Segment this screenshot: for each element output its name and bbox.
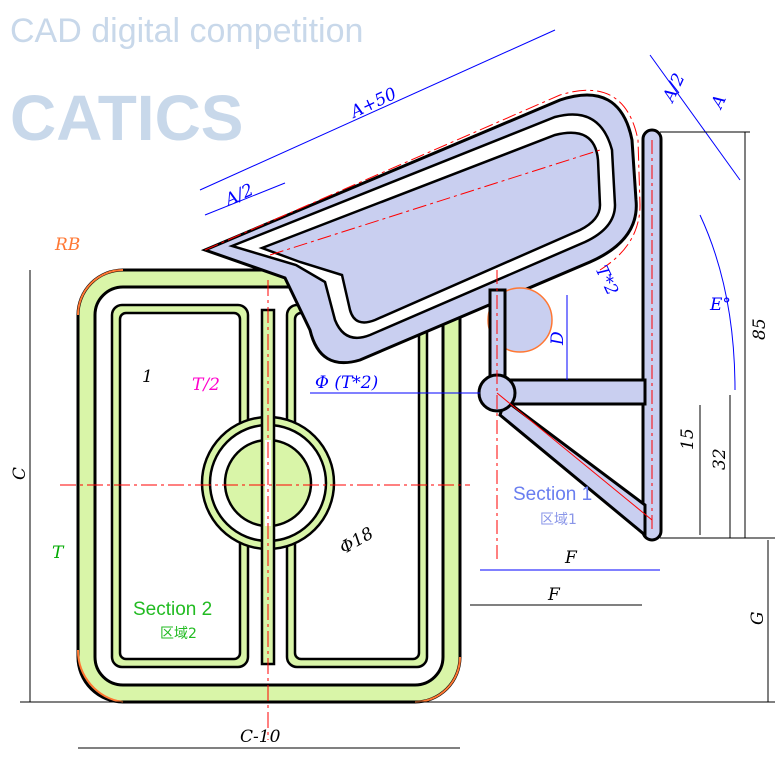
section1-subtitle: 区域1	[540, 512, 577, 528]
dim-c: C	[10, 467, 30, 480]
dim-32: 32	[710, 448, 730, 470]
dim-f-upper: F	[564, 548, 578, 568]
dim-85: 85	[750, 318, 770, 340]
section2-title: Section 2	[133, 599, 212, 620]
dim-phi-t2: Φ (T*2)	[315, 373, 378, 393]
dim-a-plus-50: A+50	[346, 84, 400, 123]
center-lines	[60, 280, 470, 740]
dim-g: G	[748, 611, 768, 625]
watermark: CAD digital competition CATICS	[10, 12, 363, 154]
watermark-tagline: CAD digital competition	[10, 12, 363, 50]
dim-15: 15	[678, 428, 698, 450]
dim-c-minus-10: C-10	[240, 727, 281, 747]
watermark-logo: CATICS	[10, 82, 243, 154]
dim-f-lower: F	[547, 585, 561, 605]
dim-d: D	[548, 331, 568, 346]
dim-a-half-top: A/2	[658, 70, 689, 106]
section1-title: Section 1	[513, 484, 592, 505]
rotated-slot-part	[200, 89, 641, 365]
dim-t-times-2: T*2	[591, 262, 622, 298]
dim-t: T	[52, 543, 65, 563]
section2-subtitle: 区域2	[160, 626, 197, 642]
blue-dimension-lines	[199, 29, 741, 571]
section1-part	[477, 128, 663, 560]
dim-1: 1	[142, 367, 153, 387]
dim-t-half: T/2	[192, 375, 220, 395]
black-dimension-lines	[20, 131, 775, 749]
dim-a: A	[707, 92, 731, 113]
dim-e-degree: E°	[709, 295, 731, 315]
dim-rb: RB	[54, 235, 80, 255]
